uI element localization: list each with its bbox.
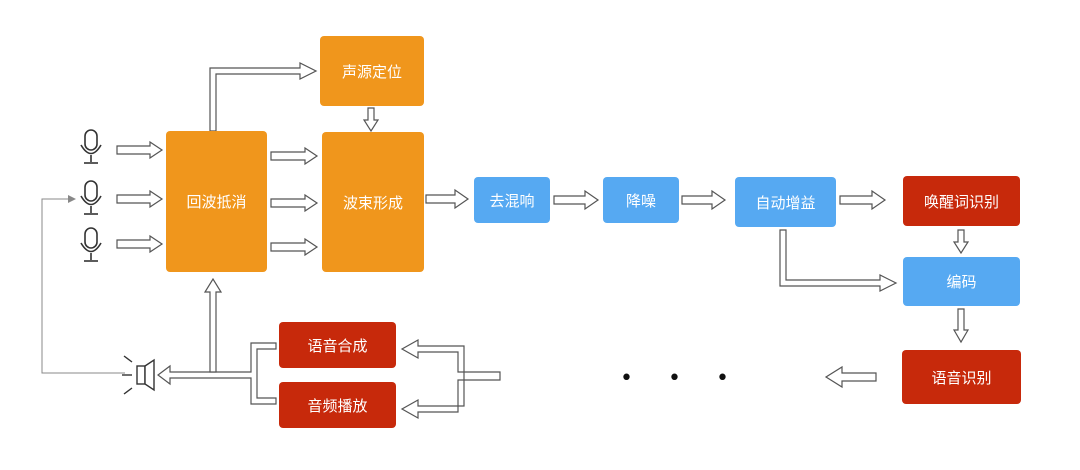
arrow-beam-dereverb [425,188,470,210]
ellipsis: • • • [620,366,743,391]
arrow-dereverb-denoise [553,189,600,211]
arrow-output-speaker [157,342,277,405]
node-encoding: 编码 [903,257,1020,306]
node-sound-source-localization: 声源定位 [320,36,424,106]
microphone-icon [80,180,102,215]
node-beamforming: 波束形成 [322,132,424,272]
arrow-agc-wake [839,189,887,211]
node-echo-cancellation: 回波抵消 [166,131,267,272]
node-speech-recognition: 语音识别 [902,350,1021,404]
arrow-mic3-echo [116,234,164,254]
feedback-line [41,198,125,374]
arrow-reference-echo [203,277,223,373]
arrow-mic2-echo [116,189,164,209]
node-audio-playback: 音频播放 [279,382,396,428]
arrow-echo-localization [209,62,318,132]
node-auto-gain: 自动增益 [735,177,836,227]
arrow-return-split [400,338,501,381]
microphone-icon [80,129,102,164]
node-speech-synthesis: 语音合成 [279,322,396,368]
arrow-echo-beam-1 [270,146,319,166]
arrow-denoise-agc [681,189,727,211]
node-noise-reduction: 降噪 [603,177,679,223]
microphone-icon [80,227,102,262]
arrow-echo-beam-3 [270,237,319,257]
arrow-asr-left [824,365,877,389]
arrow-return-playback [400,379,465,420]
node-dereverberation: 去混响 [474,177,550,223]
arrow-agc-encoding [779,229,898,292]
speaker-icon [122,355,155,395]
arrow-wake-encoding [952,229,970,255]
arrow-echo-beam-2 [270,193,319,213]
arrow-encoding-asr [952,308,970,344]
arrow-mic1-echo [116,140,164,160]
node-wake-word: 唤醒词识别 [903,176,1020,226]
arrow-localization-beam [362,107,380,133]
feedback-arrowhead [68,195,76,203]
